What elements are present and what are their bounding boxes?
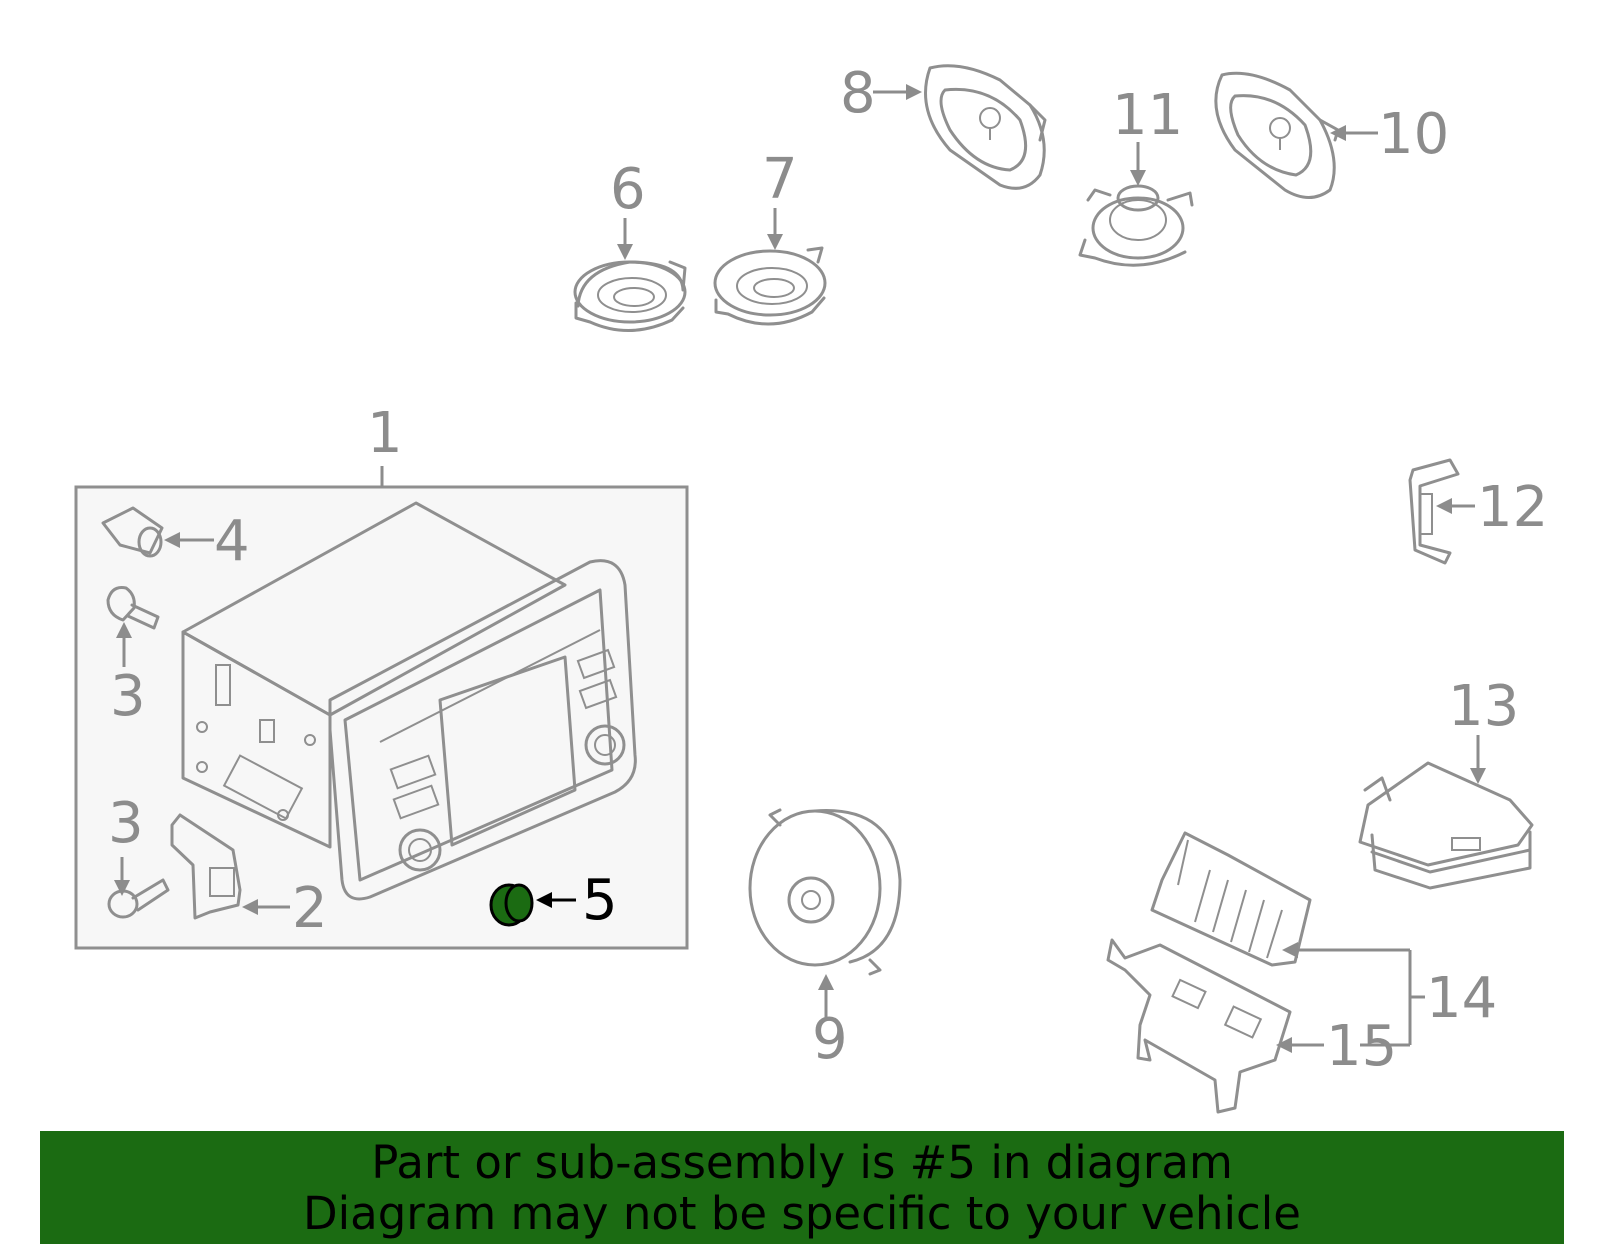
callout-1: 1 (367, 401, 403, 466)
callout-5-highlighted: 5 (582, 868, 618, 933)
oval-speaker-part-8[interactable] (924, 64, 1047, 190)
callout-7: 7 (762, 147, 798, 212)
cap-part-5-highlighted[interactable] (489, 883, 534, 927)
callout-11: 11 (1112, 83, 1183, 148)
callout-9: 9 (812, 1007, 848, 1072)
head-unit-part-1[interactable] (181, 501, 637, 901)
oval-speaker-part-10[interactable] (1214, 71, 1340, 199)
module-part-13[interactable] (1358, 761, 1534, 890)
screw-part-3-upper[interactable] (106, 586, 160, 630)
callout-3-lower: 3 (108, 791, 144, 856)
callout-2: 2 (292, 876, 328, 941)
bracket-part-2[interactable] (170, 813, 242, 920)
bracket-part-15[interactable] (1106, 938, 1292, 1114)
callout-13: 13 (1448, 674, 1519, 739)
callout-6: 6 (610, 157, 646, 222)
callout-3-upper: 3 (110, 664, 146, 729)
pin-part-4[interactable] (101, 506, 164, 558)
info-banner: Part or sub-assembly is #5 in diagram Di… (40, 1131, 1564, 1244)
callout-8: 8 (840, 61, 876, 126)
callout-14: 14 (1426, 966, 1497, 1031)
callout-4: 4 (214, 509, 250, 574)
door-speaker-part-9[interactable] (748, 808, 902, 976)
tweeter-part-11[interactable] (1078, 184, 1194, 267)
tweeter-part-6[interactable] (573, 260, 687, 332)
clip-part-12[interactable] (1408, 458, 1460, 565)
callout-12: 12 (1477, 475, 1548, 540)
callout-15: 15 (1326, 1014, 1397, 1079)
tweeter-part-7[interactable] (713, 246, 827, 326)
callout-10: 10 (1378, 102, 1449, 167)
banner-line-2: Diagram may not be specific to your vehi… (303, 1187, 1301, 1240)
banner-line-1: Part or sub-assembly is #5 in diagram (371, 1136, 1233, 1189)
amplifier-part-14[interactable] (1150, 831, 1312, 967)
